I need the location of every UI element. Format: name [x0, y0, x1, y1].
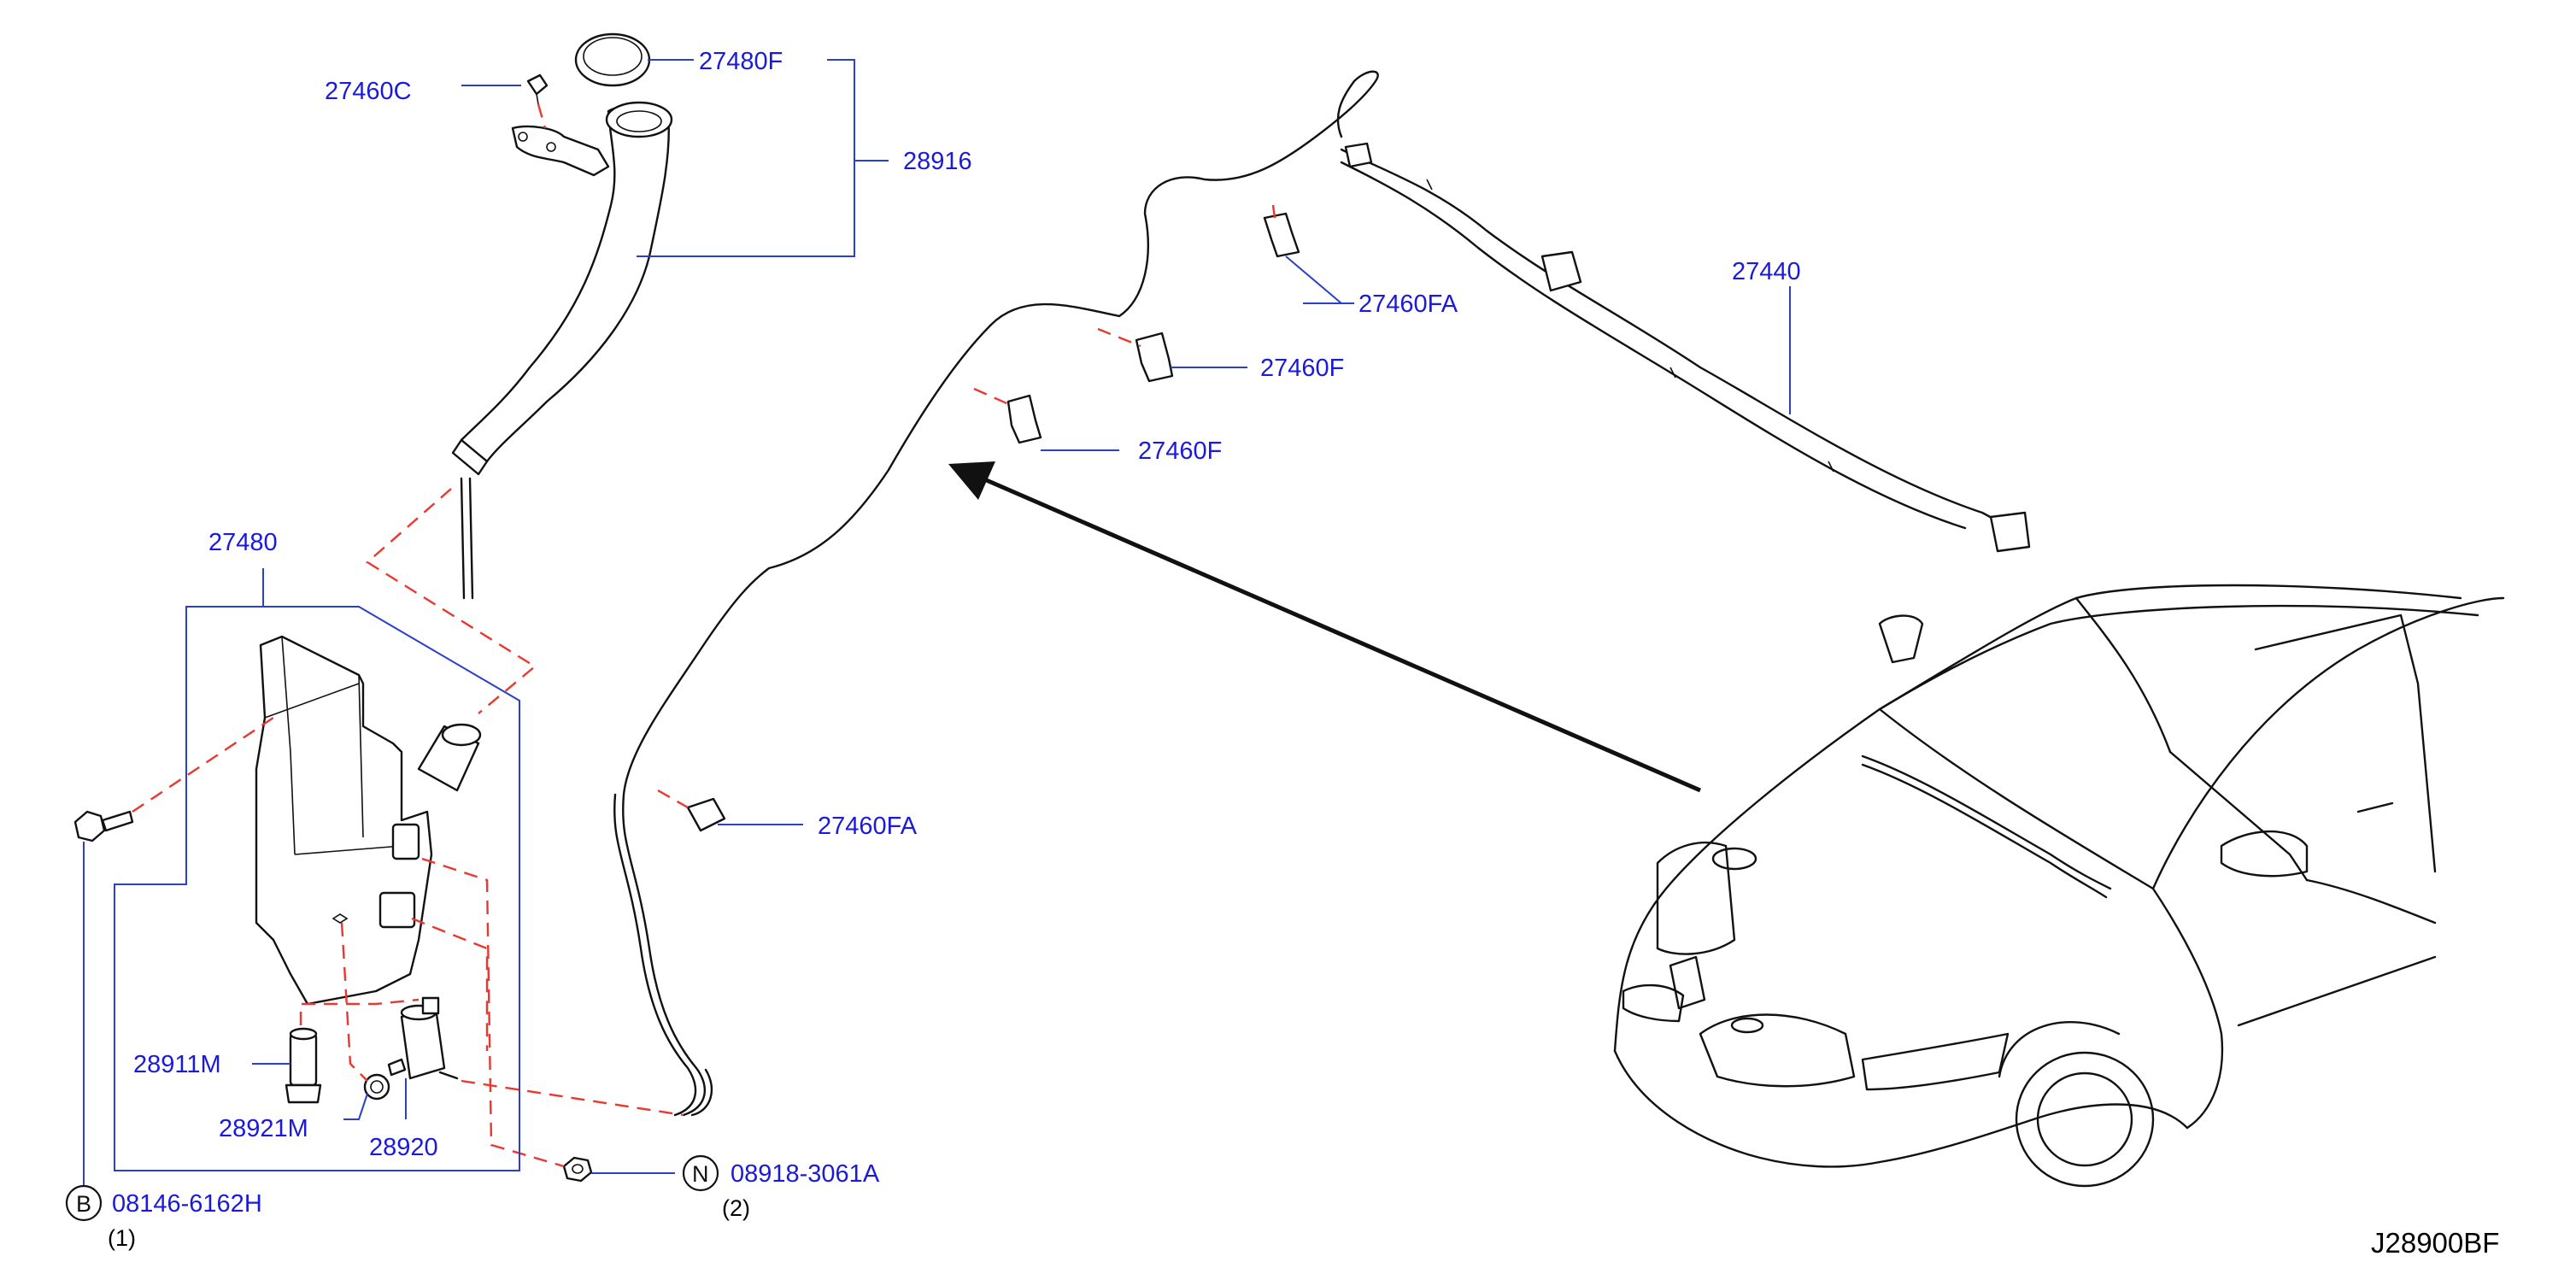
level-sensor-part — [285, 1027, 322, 1104]
label-27440: 27440 — [1732, 258, 1801, 285]
label-27460F-b: 27460F — [1138, 437, 1222, 465]
label-27460FA-top: 27460FA — [1358, 291, 1458, 318]
label-27480: 27480 — [208, 529, 278, 556]
bolt-symbol-circle — [65, 1184, 103, 1222]
label-28916: 28916 — [903, 148, 972, 175]
clip-27460F-a — [1135, 332, 1174, 383]
nut-part-number: 08918-3061A — [731, 1160, 880, 1188]
nut-part — [562, 1156, 593, 1183]
label-28911M: 28911M — [133, 1051, 221, 1078]
filler-neck-part — [451, 32, 673, 600]
clip-27460F-b — [1006, 394, 1042, 444]
label-27460F-a: 27460F — [1260, 355, 1344, 382]
grommet-part — [363, 1073, 390, 1101]
diagram-code: J28900BF — [2371, 1227, 2499, 1259]
washer-pump-part — [387, 996, 459, 1080]
label-27460FA-low: 27460FA — [818, 813, 918, 840]
nut-symbol-letter: N — [692, 1161, 709, 1187]
bolt-symbol-letter: B — [76, 1191, 91, 1217]
label-28920: 28920 — [369, 1134, 438, 1161]
assembly-links — [132, 204, 1276, 1168]
label-28921M: 28921M — [219, 1115, 308, 1142]
nut-quantity: (2) — [722, 1195, 750, 1221]
washer-hose — [613, 70, 1379, 1117]
tank-bolt-part — [73, 810, 134, 842]
label-27460C: 27460C — [325, 78, 412, 105]
wiper-hose-assembly-part — [1340, 142, 2031, 553]
location-arrow — [948, 461, 1701, 793]
clip-27460FA-low — [686, 797, 726, 832]
label-27480F: 27480F — [699, 48, 783, 75]
nut-symbol-circle — [682, 1154, 719, 1192]
leader-lines — [83, 59, 1791, 1192]
clip-27460FA-top — [1263, 212, 1300, 258]
part-labels: 27460C 27480F 28916 27480 28911M 28921M … — [65, 48, 2499, 1259]
bolt-part-number: 08146-6162H — [112, 1190, 262, 1218]
washer-tank-part — [255, 635, 482, 1006]
car-illustration — [1613, 584, 2505, 1188]
bolt-quantity: (1) — [108, 1225, 136, 1251]
